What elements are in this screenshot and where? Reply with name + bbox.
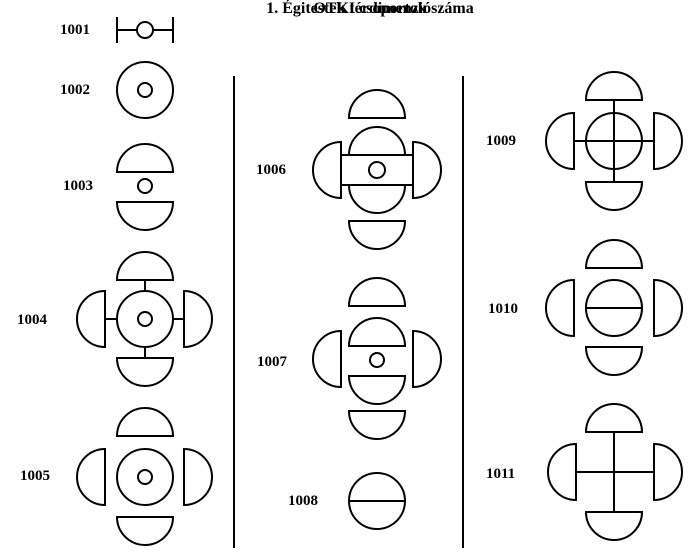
symbol-1009: [545, 71, 683, 211]
code-1001: 1001: [60, 22, 90, 38]
code-1002: 1002: [60, 82, 90, 98]
symbol-1001: [116, 17, 174, 43]
code-1007: 1007: [257, 354, 287, 370]
code-1003: 1003: [63, 178, 93, 194]
symbol-1004: [76, 251, 213, 387]
symbol-1003: [115, 143, 175, 231]
code-1009: 1009: [486, 133, 516, 149]
code-1004: 1004: [17, 312, 47, 328]
symbol-1002: [116, 61, 174, 119]
subtitle: 1. Égitestek térdimenziószáma: [266, 0, 474, 17]
code-1005: 1005: [20, 468, 50, 484]
symbol-1011: [547, 403, 683, 541]
code-1011: 1011: [486, 466, 516, 482]
symbol-1005: [76, 407, 213, 546]
symbol-1010: [545, 239, 683, 376]
symbol-1006: [312, 89, 442, 250]
symbol-1007: [312, 277, 442, 440]
symbol-1008: [348, 472, 406, 530]
code-1008: 1008: [288, 493, 318, 509]
code-1010: 1010: [488, 301, 518, 317]
title: OTKI csoportok: [313, 0, 427, 17]
code-1006: 1006: [256, 162, 286, 178]
